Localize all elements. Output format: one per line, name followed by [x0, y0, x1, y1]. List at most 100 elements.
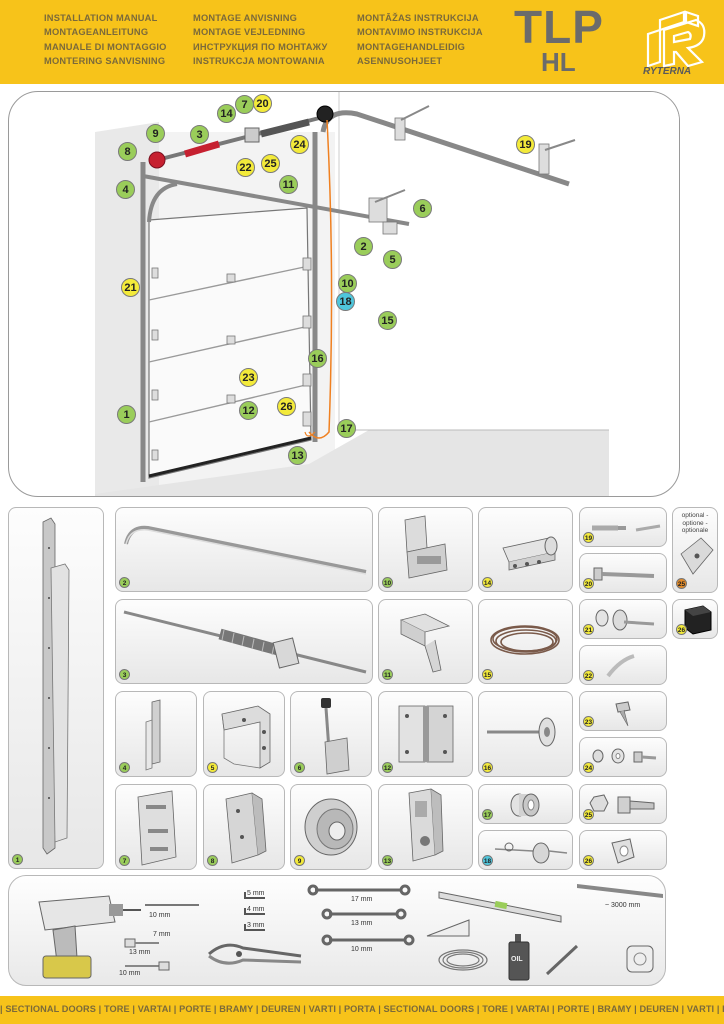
part-panel-2: 2 [115, 507, 373, 592]
part-number: 22 [583, 670, 594, 681]
callout-12: 12 [239, 401, 258, 420]
title-column-1: INSTALLATION MANUAL MONTAGEANLEITUNG MAN… [44, 11, 167, 69]
hex-key-size-2: 4 mm [247, 906, 265, 913]
part-panel-9: 9 [290, 784, 372, 870]
title-line: INSTRUKCJA MONTOWANIA [193, 56, 325, 67]
oil-can-icon [508, 934, 530, 981]
part-number: 8 [207, 855, 218, 866]
hex-key-size-3: 3 mm [247, 922, 265, 929]
title-line: MANUALE DI MONTAGGIO [44, 41, 167, 52]
roller-wheel-icon [487, 717, 556, 747]
part-panel-11: 11 [378, 599, 473, 684]
spirit-level-icon [438, 891, 562, 923]
callout-22: 22 [236, 158, 255, 177]
drill-bit-size-2: 7 mm [153, 931, 171, 938]
part-panel-13: 13 [378, 784, 473, 870]
title-line: MONTĀŽAS INSTRUKCIJA [357, 13, 479, 23]
part-number: 15 [482, 669, 493, 680]
callout-21: 21 [121, 278, 140, 297]
door-assembly-illustration [95, 92, 679, 496]
part-number: 12 [382, 762, 393, 773]
callout-16: 16 [308, 349, 327, 368]
part-number: 5 [207, 762, 218, 773]
callout-20: 20 [253, 94, 272, 113]
part-number: 25 [676, 578, 687, 589]
required-tools-panel: 10 mm 7 mm 13 mm 10 mm 5 mm 4 mm 3 mm 17… [8, 875, 666, 986]
nut-washer-icon [592, 748, 657, 764]
title-line: MONTAGE VEJLEDNING [193, 27, 306, 38]
header-bar: INSTALLATION MANUAL MONTAGEANLEITUNG MAN… [0, 0, 724, 84]
callout-8: 8 [118, 142, 137, 161]
callout-11: 11 [279, 175, 298, 194]
title-line: MONTAVIMO INSTRUKCIJA [357, 27, 483, 38]
locking-pliers-icon [208, 943, 302, 965]
socket-size-2: 10 mm [119, 970, 141, 977]
part-number: 3 [119, 669, 130, 680]
part-panel-17: 17 [478, 784, 573, 824]
roller-carrier-icon [321, 698, 350, 775]
oil-label: OIL [511, 956, 523, 963]
horizontal-track-icon [124, 525, 367, 575]
part-number: 26 [583, 855, 594, 866]
optional-label: optional - optione - optionale [681, 512, 709, 534]
title-line: MONTAGE ANVISNING [193, 13, 298, 23]
part-panel-8: 8 [203, 784, 285, 870]
callout-3: 3 [190, 125, 209, 144]
part-number: 11 [382, 669, 393, 680]
part-number: 25 [583, 809, 594, 820]
wedge-icon [426, 919, 470, 937]
callout-5: 5 [383, 250, 402, 269]
part-number: 4 [119, 762, 130, 773]
part-panel-24: 24 [579, 737, 667, 777]
socket-13-icon [124, 938, 159, 948]
title-column-2: MONTAGE ANVISNING MONTAGE VEJLEDNING ИНС… [193, 11, 327, 69]
hex-bolt-icon [593, 567, 655, 581]
wrench-size-2: 13 mm [351, 920, 373, 927]
part-number: 20 [583, 578, 594, 589]
part-panel-4: 4 [115, 691, 197, 777]
model-subname: HL [541, 47, 576, 77]
part-panel-10: 10 [378, 507, 473, 592]
callout-7: 7 [235, 95, 254, 114]
title-line: MONTAGEANLEITUNG [44, 27, 149, 38]
callout-25: 25 [261, 154, 280, 173]
wrenches-icon [307, 884, 415, 946]
socket-10-icon [125, 961, 170, 971]
part-number: 1 [12, 854, 23, 865]
shaft-coupling-icon [502, 536, 558, 571]
part-number: 9 [294, 855, 305, 866]
bottom-bracket-icon [408, 788, 444, 862]
footer-bar: | SECTIONAL DOORS | TORE | VARTAI | PORT… [0, 996, 724, 1024]
part-panel-3: 3 [115, 599, 373, 684]
end-bracket-icon [225, 792, 267, 864]
callout-18: 18 [336, 292, 355, 311]
part-panel-20: 20 [579, 553, 667, 593]
hex-key-size-1: 5 mm [247, 890, 265, 897]
callout-23: 23 [239, 368, 258, 387]
title-line: MONTERING SANVISNING [44, 56, 166, 67]
title-line: ASENNUSOHJEET [357, 56, 443, 67]
hinge-bracket-icon [404, 515, 448, 579]
self-tapping-screw-icon [615, 701, 631, 727]
mounting-bracket-icon [221, 705, 271, 769]
callout-6: 6 [413, 199, 432, 218]
vertical-track-icon [42, 517, 70, 855]
callout-1: 1 [117, 405, 136, 424]
part-panel-6: 6 [290, 691, 372, 777]
part-number: 24 [583, 762, 594, 773]
part-number: 21 [583, 624, 594, 635]
part-number: 10 [382, 577, 393, 588]
title-column-3: MONTĀŽAS INSTRUKCIJA MONTAVIMO INSTRUKCI… [357, 11, 483, 69]
part-panel-19: 19 [579, 507, 667, 547]
callout-17: 17 [337, 419, 356, 438]
center-hinge-icon [398, 705, 454, 763]
part-number: 13 [382, 855, 393, 866]
socket-size-1: 13 mm [129, 949, 151, 956]
torsion-shaft-icon [123, 610, 367, 674]
brand-name: RYTERNA [643, 66, 692, 77]
part-panel-1: 1 [8, 507, 104, 869]
tape-measure-icon [626, 945, 654, 973]
cable-coil-icon [490, 625, 560, 655]
part-number: 16 [482, 762, 493, 773]
carriage-bolt-icon [595, 609, 655, 631]
